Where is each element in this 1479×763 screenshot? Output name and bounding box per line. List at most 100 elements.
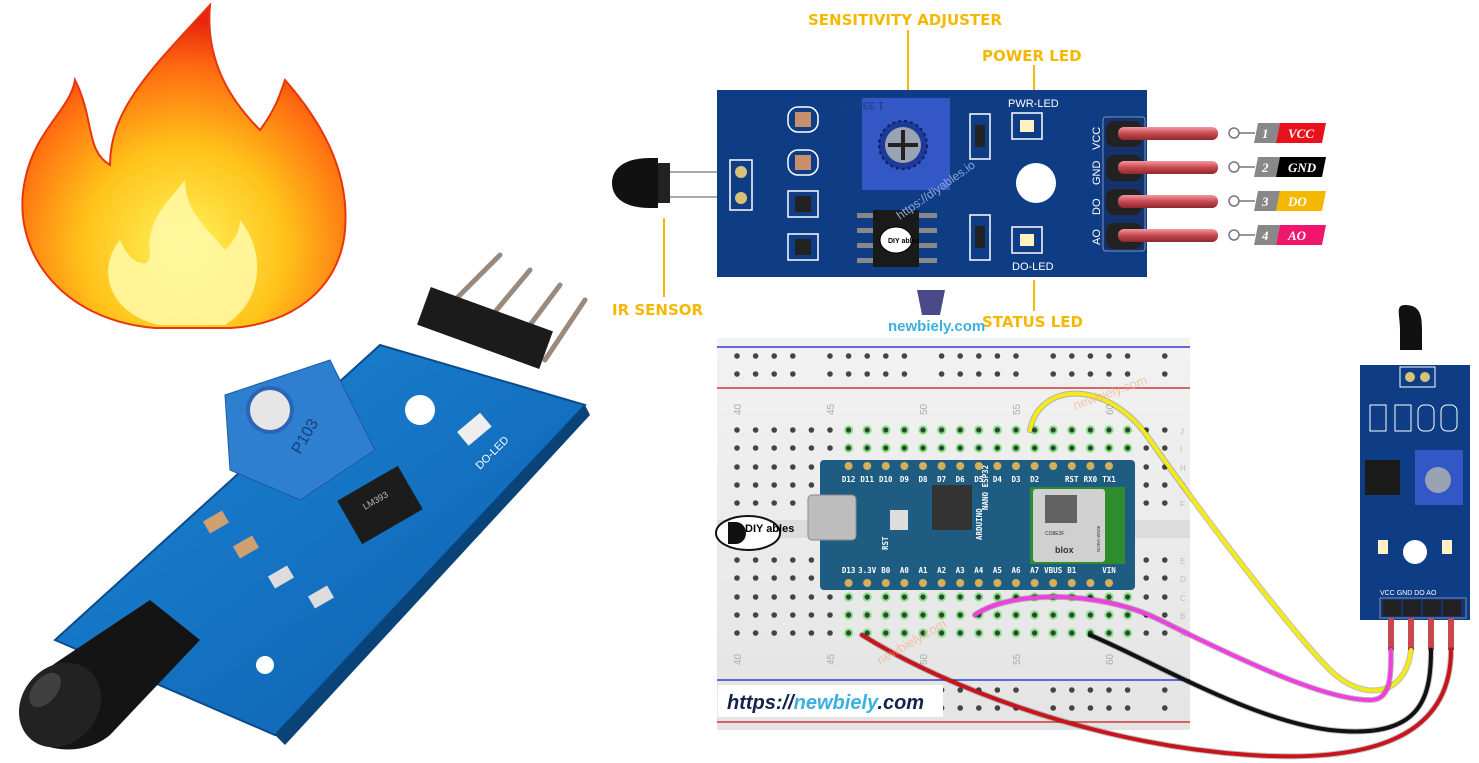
rail-hole: [864, 353, 870, 359]
pin-number-tag: [1254, 157, 1280, 177]
callout-status-led: STATUS LED: [982, 313, 1083, 331]
arduino-pin-pad: [1049, 579, 1058, 587]
breadboard-hole: [771, 594, 777, 600]
svg-text:DO: DO: [1091, 198, 1103, 215]
rail-hole: [1087, 353, 1094, 359]
breadboard-hole: [881, 610, 891, 620]
rail-hole: [1087, 687, 1094, 693]
breadboard-hole: [1048, 443, 1058, 453]
rail-hole: [827, 371, 833, 377]
breadboard-hole: [918, 443, 928, 453]
breadboard-hole: [808, 427, 815, 433]
pin-name-tag: [1276, 191, 1326, 211]
breadboard-hole: [1123, 610, 1133, 620]
breadboard-hole: [752, 630, 759, 636]
rail-hole: [752, 371, 759, 377]
arduino-pin-pad: [1012, 462, 1020, 470]
rail-hole: [994, 687, 1001, 693]
breadboard-hole: [808, 630, 815, 636]
rail-hole: [976, 705, 982, 711]
arduino-pin-pad: [863, 579, 872, 587]
breadboard-hole: [1104, 443, 1114, 453]
breadboard-hole: [918, 610, 928, 620]
arduino-pin-pad: [937, 579, 946, 587]
arduino-pin-pad: [1067, 462, 1076, 470]
arduino-pin-label: VIN: [1102, 566, 1116, 575]
arduino-pin-label: D10: [879, 475, 893, 484]
column-number: 60: [1105, 403, 1116, 415]
breadboard-hole: [752, 575, 759, 581]
arduino-nano-esp32: blox CO8E3F NORA-W106 ARDUINO NANO ESP32…: [807, 460, 1135, 590]
pin-name-do: DO: [1287, 194, 1307, 209]
row-letter: D: [1180, 575, 1186, 584]
arduino-pin-pad: [919, 579, 927, 587]
rail-hole: [752, 353, 759, 359]
breadboard-hole: [752, 500, 759, 506]
column-number: 40: [733, 653, 744, 665]
breadboard-hole: [1067, 443, 1077, 453]
arduino-pin-pad: [919, 462, 927, 470]
breadboard-hole: [752, 557, 759, 563]
row-letter: I: [1180, 445, 1182, 454]
breadboard-hole: [844, 425, 854, 435]
breadboard-hole: [1143, 557, 1149, 563]
rail-hole: [1087, 705, 1094, 711]
potentiometer-diagram: 1 3362 3: [841, 98, 950, 190]
pin-name-tag: [1276, 157, 1326, 177]
breadboard-hole: [790, 464, 796, 470]
breadboard-hole: [955, 592, 965, 602]
breadboard-hole: [1162, 630, 1168, 636]
comparator-chip: DIY ables: [857, 210, 937, 267]
breadboard-hole: [1143, 500, 1149, 506]
ublox-label: blox: [1055, 545, 1074, 555]
flame-icon: [21, 2, 347, 329]
breadboard-hole: [1030, 628, 1040, 638]
rail-hole: [976, 353, 982, 359]
breadboard-hole: [1030, 610, 1040, 620]
breadboard-hole: [918, 628, 928, 638]
header-pin-ao: [1118, 229, 1218, 242]
breadboard-hole: [1104, 610, 1114, 620]
svg-text:RST: RST: [881, 536, 890, 550]
arduino-pin-pad: [1105, 579, 1113, 587]
header-pin-vcc: [1118, 127, 1218, 140]
breadboard-hole: [734, 557, 740, 563]
breadboard-hole: [752, 612, 759, 618]
breadboard-hole: [992, 610, 1003, 620]
breadboard-hole: [1123, 443, 1133, 453]
breadboard-hole: [881, 443, 891, 453]
rail-hole: [790, 353, 796, 359]
breadboard-hole: [937, 610, 947, 620]
arduino-pin-label: D9: [900, 475, 910, 484]
column-number: 55: [1012, 653, 1023, 665]
arduino-pin-label: RX0: [1084, 475, 1098, 484]
breadboard-hole: [1011, 425, 1021, 435]
rail-hole: [1162, 687, 1168, 693]
wire-gnd: [1088, 633, 1433, 734]
arduino-pin-pad: [1105, 462, 1113, 470]
breadboard-hole: [918, 592, 928, 602]
breadboard-hole: [937, 425, 947, 435]
svg-text:CO8E3F: CO8E3F: [1045, 531, 1064, 537]
callout-sensitivity-adjuster: SENSITIVITY ADJUSTER: [808, 11, 1002, 29]
row-letter: C: [1180, 594, 1186, 603]
arduino-pin-pad: [1012, 579, 1020, 587]
breadboard-hole: [1143, 575, 1149, 581]
rail-hole: [864, 371, 870, 377]
rail-hole: [938, 353, 945, 359]
header-pins-photo: [442, 252, 588, 363]
breadboard-hole: [992, 592, 1003, 602]
breadboard-hole: [1030, 443, 1040, 453]
rail-hole: [790, 371, 796, 377]
url-banner: https://newbiely.com: [718, 685, 943, 717]
breadboard-hole: [771, 500, 777, 506]
breadboard-hole: [808, 445, 815, 451]
rail-hole: [1162, 353, 1168, 359]
arduino-pin-label: D12: [842, 475, 856, 484]
breadboard-hole: [899, 592, 910, 602]
arduino-pin-label: D13: [842, 566, 856, 575]
arduino-pin-label: RST: [1065, 475, 1079, 484]
rail-hole: [1013, 353, 1019, 359]
arduino-pin-label: D3: [1011, 475, 1021, 484]
